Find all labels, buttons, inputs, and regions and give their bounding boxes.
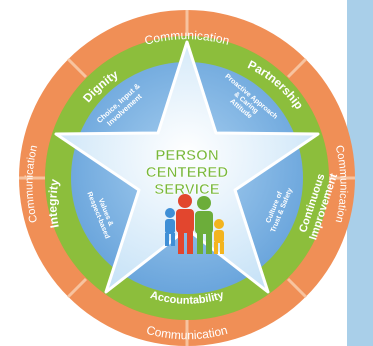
center-title-line1: PERSON [155, 147, 218, 164]
family-icon [165, 194, 224, 254]
communication-label-top: Communication [143, 28, 231, 48]
communication-label-left: Communication [23, 144, 40, 224]
center-title-line3: SERVICE [154, 181, 220, 198]
communication-label-right: Communication [333, 144, 350, 224]
integrity-label: Integrity [45, 178, 61, 229]
outer-ring-dividers [19, 10, 355, 346]
center-title: PERSON CENTERED SERVICE [145, 147, 229, 199]
center-title-line2: CENTERED [146, 164, 229, 181]
accountability-label: Accountability [149, 289, 226, 307]
communication-label-bottom: Communication [145, 323, 229, 342]
